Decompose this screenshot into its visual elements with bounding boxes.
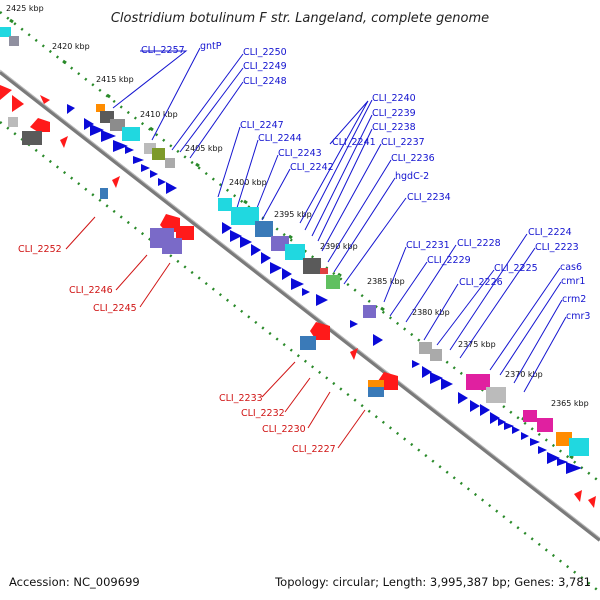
tick-label: 2400 kbp — [229, 178, 267, 187]
gene-label-forward: cas6 — [560, 262, 582, 273]
gene-block — [419, 342, 432, 354]
gene-block — [152, 148, 165, 160]
gene-label-forward: hgdC-2 — [395, 171, 429, 182]
gene-label-forward: CLI_2225 — [494, 263, 538, 274]
map-title: Clostridium botulinum F str. Langeland, … — [111, 11, 489, 26]
accession-text: Accession: NC_009699 — [9, 575, 140, 589]
gene-block — [165, 158, 175, 168]
gene-label-forward: cmr3 — [566, 311, 590, 322]
gene-block — [285, 244, 305, 260]
gene-block — [523, 410, 537, 422]
gene-label-forward: CLI_2244 — [258, 133, 302, 144]
outer-dotted-track — [0, 11, 600, 483]
topology-summary: Topology: circular; Length: 3,995,387 bp… — [274, 575, 591, 589]
gene-label-forward: crm2 — [562, 294, 586, 305]
gene-label-forward: CLI_2243 — [278, 148, 322, 159]
gene-label-reverse: CLI_2230 — [262, 424, 306, 435]
gene-block — [303, 258, 321, 274]
gene-label-reverse: CLI_2245 — [93, 303, 137, 314]
gene-block — [218, 198, 232, 211]
gene-label-forward: CLI_2237 — [381, 137, 425, 148]
gene-block — [144, 143, 156, 154]
reverse-callout-lines — [65, 216, 366, 449]
inner-dotted-track — [0, 121, 600, 593]
genome-backbone — [0, 70, 600, 542]
gene-label-reverse: CLI_2246 — [69, 285, 113, 296]
tick-label: 2365 kbp — [551, 399, 589, 408]
gene-block — [486, 387, 506, 403]
gene-block — [255, 221, 273, 237]
tick-label: 2370 kbp — [505, 370, 543, 379]
gene-label-reverse: CLI_2232 — [241, 408, 285, 419]
gene-label-forward: CLI_2236 — [391, 153, 435, 164]
gene-block — [430, 349, 442, 361]
gene-label-reverse: CLI_2227 — [292, 444, 336, 455]
reverse-gene-features — [0, 85, 596, 508]
gene-block — [569, 438, 589, 456]
gene-label-forward: CLI_2242 — [290, 162, 334, 173]
tick-label: 2405 kbp — [185, 144, 223, 153]
tick-label: 2420 kbp — [52, 42, 90, 51]
gene-label-forward: CLI_2231 — [406, 240, 450, 251]
gene-label-forward: CLI_2257 — [141, 45, 185, 56]
gene-block — [326, 275, 340, 289]
tick-label: 2380 kbp — [412, 308, 450, 317]
backbone-highlight — [0, 69, 600, 539]
gene-label-forward: CLI_2224 — [528, 227, 572, 238]
gene-block — [320, 268, 328, 274]
gene-block — [537, 418, 553, 432]
gene-label-forward: CLI_2248 — [243, 76, 287, 87]
gene-block — [122, 127, 140, 141]
forward-gene-features — [0, 27, 589, 456]
forward-callout-lines — [112, 47, 567, 393]
tick-label: 2390 kbp — [320, 242, 358, 251]
gene-label-forward: CLI_2247 — [240, 120, 284, 131]
gene-label-forward: CLI_2238 — [372, 122, 416, 133]
gene-block — [9, 36, 19, 46]
gene-block — [466, 374, 490, 390]
gene-block — [96, 104, 105, 112]
gene-label-reverse: CLI_2252 — [18, 244, 62, 255]
gene-label-forward: CLI_2241 — [332, 137, 376, 148]
gene-block — [110, 119, 125, 131]
gene-label-forward: CLI_2239 — [372, 108, 416, 119]
tick-label: 2375 kbp — [458, 340, 496, 349]
gene-label-forward: CLI_2250 — [243, 47, 287, 58]
gene-label-forward: CLI_2249 — [243, 61, 287, 72]
gene-block — [271, 236, 289, 251]
gene-label-forward: CLI_2229 — [427, 255, 471, 266]
gene-label-forward: CLI_2240 — [372, 93, 416, 104]
gene-label-forward: cmr1 — [561, 276, 585, 287]
gene-label-forward: gntP — [200, 41, 222, 52]
tick-label: 2425 kbp — [6, 4, 44, 13]
gene-block — [556, 432, 572, 446]
gene-block — [363, 305, 376, 318]
tick-label: 2410 kbp — [140, 110, 178, 119]
tick-label: 2395 kbp — [274, 210, 312, 219]
gene-label-forward: CLI_2228 — [457, 238, 501, 249]
tick-label: 2385 kbp — [367, 277, 405, 286]
forward-arrows — [67, 104, 582, 474]
gene-block — [231, 207, 259, 225]
gene-label-forward: CLI_2226 — [459, 277, 503, 288]
gene-label-reverse: CLI_2233 — [219, 393, 263, 404]
gene-block — [0, 27, 11, 37]
gene-label-forward: CLI_2234 — [407, 192, 451, 203]
gene-label-forward: CLI_2223 — [535, 242, 579, 253]
tick-label: 2415 kbp — [96, 75, 134, 84]
